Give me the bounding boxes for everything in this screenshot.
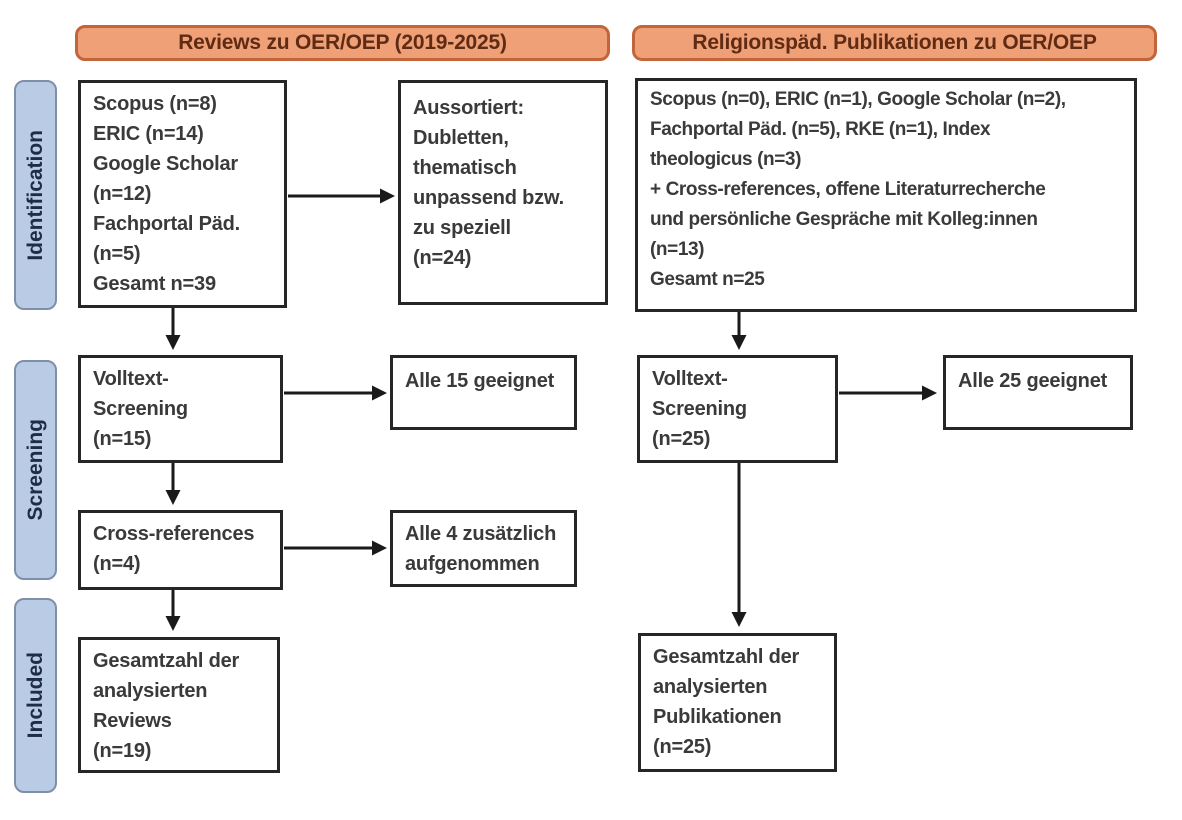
box-left-included-total: Gesamtzahl der analysierten Reviews (n=1…	[78, 637, 280, 773]
box-left-identification-sources: Scopus (n=8) ERIC (n=14) Google Scholar …	[78, 80, 287, 308]
box-left-crossreferences: Cross-references (n=4)	[78, 510, 283, 590]
column-header-religionspaed: Religionspäd. Publikationen zu OER/OEP	[632, 25, 1157, 61]
stage-label-screening: Screening	[14, 360, 57, 580]
box-right-included-total: Gesamtzahl der analysierten Publikatione…	[638, 633, 837, 772]
column-header-reviews: Reviews zu OER/OEP (2019-2025)	[75, 25, 610, 61]
stage-label-identification-text: Identification	[23, 129, 47, 261]
stage-label-included: Included	[14, 598, 57, 793]
box-right-fulltext-screening: Volltext- Screening (n=25)	[637, 355, 838, 463]
box-left-fulltext-screening: Volltext- Screening (n=15)	[78, 355, 283, 463]
box-left-fulltext-result: Alle 15 geeignet	[390, 355, 577, 430]
box-left-excluded: Aussortiert: Dubletten, thematisch unpas…	[398, 80, 608, 305]
stage-label-included-text: Included	[23, 652, 47, 739]
box-left-crossreferences-result: Alle 4 zusätzlich aufgenommen	[390, 510, 577, 587]
stage-label-screening-text: Screening	[23, 419, 47, 521]
stage-label-identification: Identification	[14, 80, 57, 310]
box-right-fulltext-result: Alle 25 geeignet	[943, 355, 1133, 430]
box-right-identification-sources: Scopus (n=0), ERIC (n=1), Google Scholar…	[635, 78, 1137, 312]
